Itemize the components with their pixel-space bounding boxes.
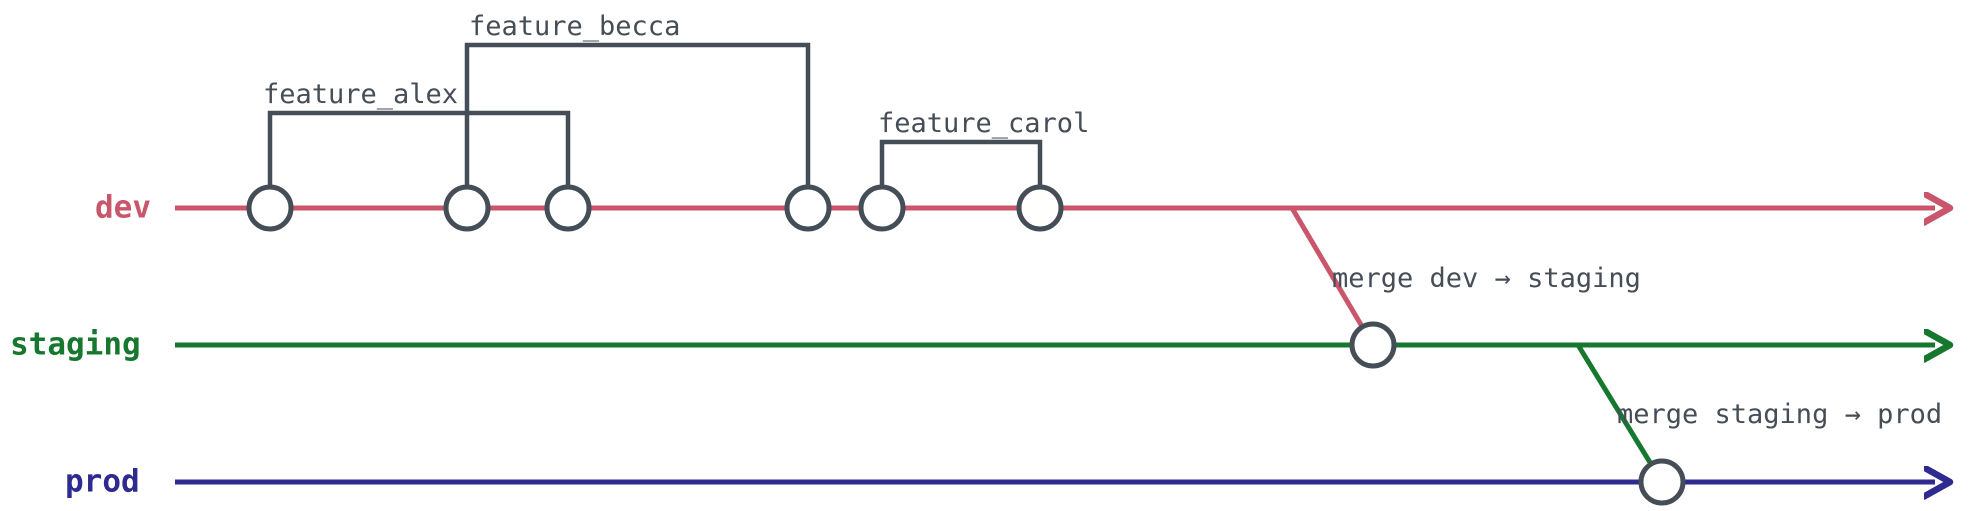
branch-labels-group: dev staging prod — [10, 190, 151, 500]
commit-node-dev-2[interactable] — [443, 184, 491, 232]
merge-label-dev-to-staging: merge dev → staging — [1332, 263, 1641, 294]
commit-node-dev-5[interactable] — [858, 184, 906, 232]
commit-node-dev-3[interactable] — [544, 184, 592, 232]
feature-labels-group: feature_alex feature_becca feature_carol — [263, 11, 1089, 139]
merge-line-dev-to-staging — [1289, 206, 1376, 347]
feature-bracket-becca — [464, 42, 811, 187]
commit-nodes-group — [246, 184, 1686, 506]
commit-node-prod-merge[interactable] — [1638, 458, 1686, 506]
commit-node-dev-6[interactable] — [1016, 184, 1064, 232]
branch-label-staging: staging — [10, 327, 141, 363]
commit-node-dev-4[interactable] — [784, 184, 832, 232]
branch-lines-group — [175, 208, 1935, 482]
feature-bracket-carol — [879, 139, 1043, 187]
feature-label-carol: feature_carol — [878, 108, 1089, 139]
feature-bracket-alex — [267, 110, 571, 187]
merge-lines-group — [1289, 206, 1665, 484]
merge-line-staging-to-prod — [1575, 343, 1665, 484]
feature-label-alex: feature_alex — [263, 79, 458, 110]
branch-label-dev: dev — [95, 190, 151, 226]
feature-label-becca: feature_becca — [469, 11, 680, 42]
branch-label-prod: prod — [65, 464, 140, 500]
commit-node-staging-merge[interactable] — [1349, 321, 1397, 369]
merge-labels-group: merge dev → staging merge staging → prod — [1332, 263, 1942, 430]
commit-node-dev-1[interactable] — [246, 184, 294, 232]
feature-brackets-group — [267, 42, 1043, 187]
merge-label-staging-to-prod: merge staging → prod — [1617, 399, 1942, 430]
